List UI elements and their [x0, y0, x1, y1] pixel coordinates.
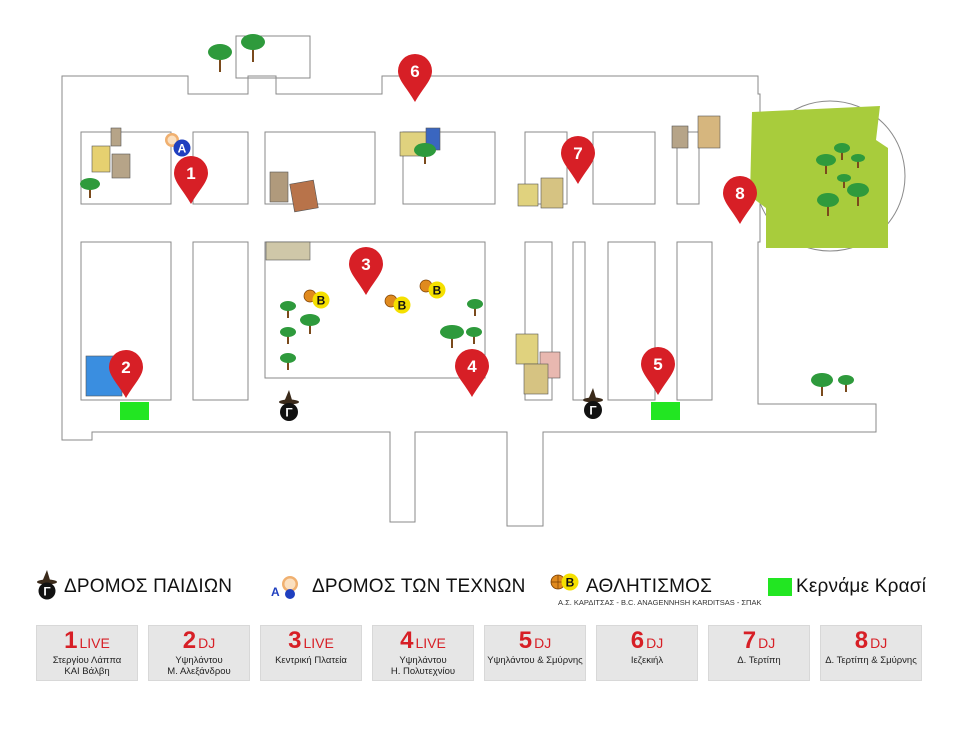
pin-number: 5: [653, 355, 662, 374]
pin-number: 6: [410, 62, 419, 81]
card-location: Ιεζεκιήλ: [630, 655, 664, 666]
legend-arts-label: ΔΡΟΜΟΣ ΤΩΝ ΤΕΧΝΩΝ: [312, 576, 526, 597]
legend-wine-label: Κερνάμε Κρασί: [796, 576, 927, 597]
card-location: Στεργίου Λάππα ΚΑΙ Βάλβη: [52, 655, 122, 677]
card-type: LIVE: [303, 635, 334, 651]
sports-marker-letter: B: [398, 299, 407, 313]
card-type: DJ: [534, 635, 552, 651]
sports-marker-letter: B: [433, 284, 442, 298]
pin-number: 1: [186, 164, 195, 183]
card-type: DJ: [758, 635, 776, 651]
pin-1[interactable]: 1: [174, 156, 208, 204]
city-blocks: [80, 131, 713, 401]
children-marker-letter: Γ: [285, 406, 293, 420]
sports-marker[interactable]: B: [419, 279, 446, 299]
children-marker-letter: Γ: [43, 585, 51, 599]
card-type: LIVE: [415, 635, 446, 651]
card-location: Δ. Τερτίπη: [737, 655, 781, 666]
wine-zone-1: [120, 402, 149, 420]
pin-4[interactable]: 4: [455, 349, 489, 397]
witch-hat-icon: Γ: [37, 570, 57, 600]
street-outline: [61, 35, 877, 527]
pin-6[interactable]: 6: [398, 54, 432, 102]
card-number: 8: [854, 627, 869, 654]
legend-children-label: ΔΡΟΜΟΣ ΠΑΙΔΙΩΝ: [64, 576, 233, 597]
card-type: LIVE: [79, 635, 110, 651]
card-number: 7: [742, 627, 757, 654]
card-number: 3: [288, 627, 302, 654]
card-location: Υψηλάντου Μ. Αλεξάνδρου: [167, 655, 231, 677]
card-location: Υψηλάντου Η. Πολυτεχνίου: [390, 655, 456, 677]
card-number: 1: [64, 627, 78, 654]
children-marker-letter: Γ: [589, 404, 597, 418]
card-number: 5: [518, 627, 533, 654]
card-type: DJ: [198, 635, 216, 651]
sports-marker-letter: B: [317, 294, 326, 308]
sports-marker[interactable]: B: [303, 289, 330, 309]
card-type: DJ: [646, 635, 664, 651]
pin-number: 7: [573, 144, 582, 163]
card-number: 2: [182, 627, 197, 654]
artist-face-icon: A: [271, 576, 298, 599]
card-location: Δ. Τερτίπη & Σμύρνης: [825, 655, 917, 666]
street-map: B B B Γ Γ A 1 2 3 4 5 6 7 8: [61, 34, 906, 527]
buildings: [85, 115, 721, 397]
arts-marker[interactable]: A: [165, 133, 191, 157]
card-number: 4: [400, 627, 414, 654]
wine-zone-2: [651, 402, 680, 420]
card-location: Υψηλάντου & Σμύρνης: [487, 655, 583, 666]
trees: [80, 34, 869, 396]
legend-sports: B ΑΘΛΗΤΙΣΜΟΣ Α.Σ. ΚΑΡΔΙΤΣΑΣ - B.C. ANAGE…: [550, 570, 761, 607]
legend-arts: A ΔΡΟΜΟΣ ΤΩΝ ΤΕΧΝΩΝ: [268, 570, 526, 606]
legend-sports-label: ΑΘΛΗΤΙΣΜΟΣ: [586, 576, 713, 597]
children-marker[interactable]: Γ: [279, 390, 299, 421]
pin-3[interactable]: 3: [349, 247, 383, 295]
card-number: 6: [630, 627, 645, 654]
pin-number: 4: [467, 357, 477, 376]
wine-swatch-icon: [768, 578, 792, 596]
pin-2[interactable]: 2: [109, 350, 143, 398]
legend-wine: Κερνάμε Κρασί: [768, 570, 926, 606]
pin-5[interactable]: 5: [641, 347, 675, 395]
card-type: DJ: [870, 635, 888, 651]
sports-legend-letter: B: [566, 576, 575, 590]
sports-marker[interactable]: B: [384, 294, 411, 314]
children-marker[interactable]: Γ: [583, 388, 603, 419]
arts-marker-letter: A: [178, 142, 187, 156]
card-location: Κεντρική Πλατεία: [275, 655, 347, 666]
pin-7[interactable]: 7: [561, 136, 595, 184]
basketball-icon: B: [550, 573, 579, 591]
legend-sports-clubs: Α.Σ. ΚΑΡΔΙΤΣΑΣ - B.C. ANAGENNHSH KARDITS…: [558, 598, 762, 607]
arts-legend-letter: A: [271, 585, 280, 599]
pin-number: 3: [361, 255, 370, 274]
legend-children: Γ ΔΡΟΜΟΣ ΠΑΙΔΙΩΝ: [36, 570, 232, 606]
pin-number: 8: [735, 184, 744, 203]
pin-8[interactable]: 8: [723, 176, 757, 224]
park: [750, 100, 906, 252]
pin-number: 2: [121, 358, 130, 377]
